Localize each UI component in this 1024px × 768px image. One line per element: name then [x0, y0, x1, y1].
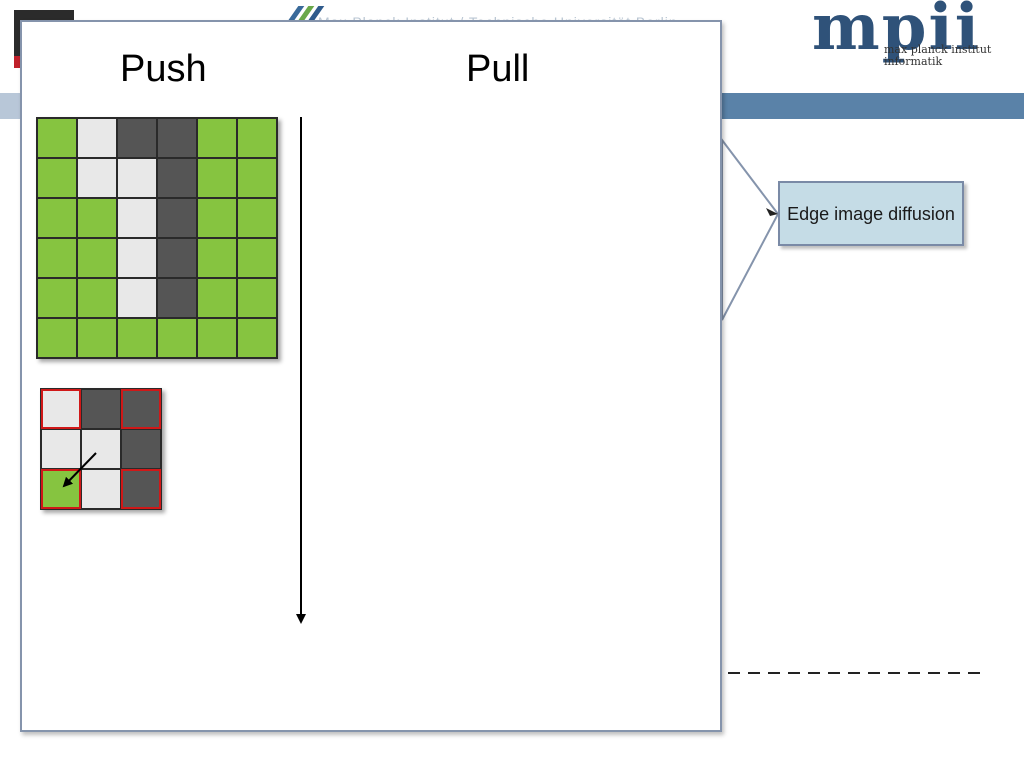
mpi-logo-line2: informatik	[884, 55, 943, 68]
grid-cell	[121, 429, 161, 469]
grid-cell	[197, 318, 237, 358]
grid-cell	[37, 238, 77, 278]
grid-cell	[117, 238, 157, 278]
grid-cell	[237, 158, 277, 198]
grid-cell	[237, 198, 277, 238]
grid-cell	[41, 389, 81, 429]
dashed-line	[728, 672, 984, 674]
grid-cell	[37, 198, 77, 238]
grid-cell	[77, 318, 117, 358]
grid-cell	[41, 469, 81, 509]
grid-cell	[157, 318, 197, 358]
grid-cell	[197, 278, 237, 318]
pull-heading: Pull	[466, 48, 530, 90]
grid-cell	[37, 278, 77, 318]
pixel-grid-6x6	[36, 117, 278, 359]
grid-cell	[37, 118, 77, 158]
grid-cell	[237, 278, 277, 318]
grid-cell	[237, 238, 277, 278]
callout-text: Edge image diffusion	[787, 203, 955, 224]
mpi-logo-line1: max planck institut	[884, 43, 992, 56]
grid-cell	[77, 238, 117, 278]
grid-cell	[197, 198, 237, 238]
grid-cell	[197, 118, 237, 158]
grid-cell	[237, 318, 277, 358]
grid-cell	[117, 158, 157, 198]
grid-cell	[157, 118, 197, 158]
grid-cell	[117, 198, 157, 238]
grid-cell	[37, 158, 77, 198]
diffusion-arrow	[62, 452, 97, 488]
grid-cell	[41, 429, 81, 469]
callout-box: Edge image diffusion	[778, 181, 964, 246]
grid-cell	[157, 278, 197, 318]
grid-cell	[117, 318, 157, 358]
grid-cell	[37, 318, 77, 358]
grid-cell	[197, 158, 237, 198]
grid-cell	[77, 158, 117, 198]
grid-cell	[121, 389, 161, 429]
grid-cell	[157, 158, 197, 198]
grid-cell	[237, 118, 277, 158]
grid-cell	[77, 118, 117, 158]
pixel-grid-3x3	[40, 388, 162, 510]
push-heading: Push	[120, 48, 207, 90]
grid-cell	[157, 198, 197, 238]
grid-cell	[81, 469, 121, 509]
grid-cell	[197, 238, 237, 278]
grid-cell	[77, 278, 117, 318]
grid-cell	[117, 118, 157, 158]
grid-cell	[81, 389, 121, 429]
mpi-logo: mpii max planck institut informatik	[812, 0, 1012, 74]
grid-cell	[157, 238, 197, 278]
mpi-logo-text: max planck institut informatik	[884, 44, 991, 68]
mpi-logo-letters: mpii	[812, 0, 982, 65]
grid-cell	[121, 469, 161, 509]
grid-cell	[117, 278, 157, 318]
grid-cell	[77, 198, 117, 238]
